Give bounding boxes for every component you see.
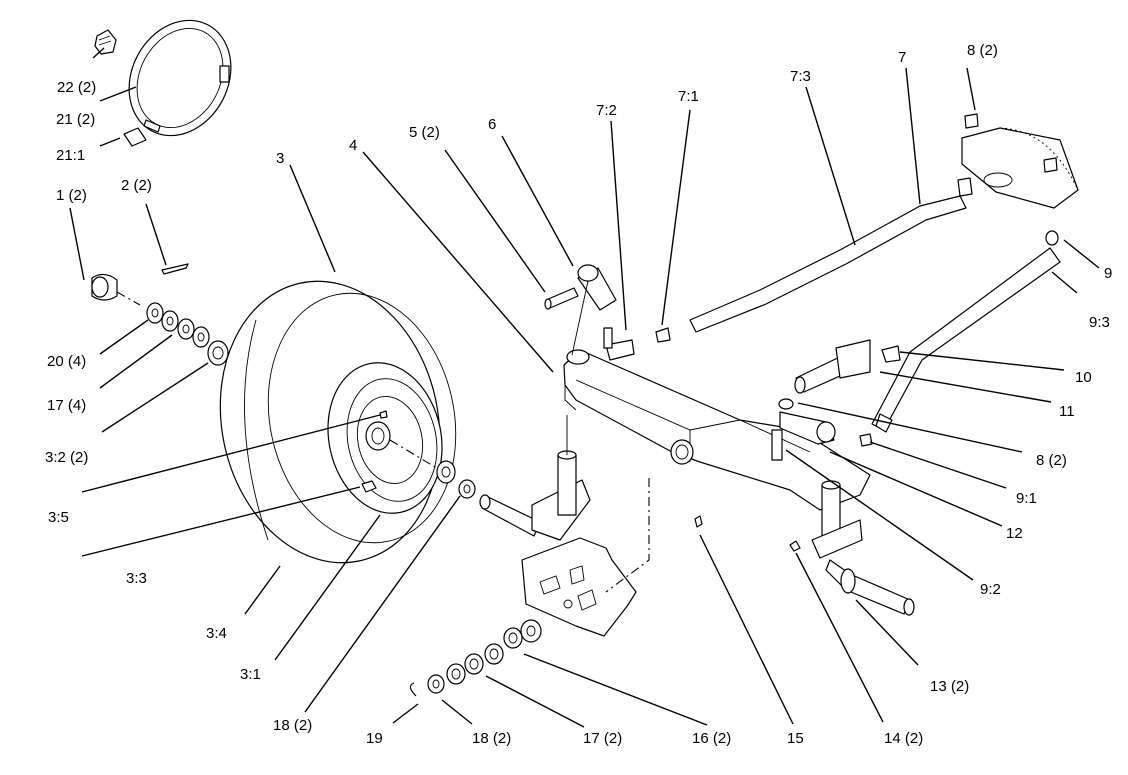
tie-rod-nut-part <box>859 433 873 447</box>
callout-9-3: 9:3 <box>1089 314 1110 331</box>
callout-3-4: 3:4 <box>206 625 227 642</box>
callout-4: 4 <box>349 137 357 154</box>
callout-16: 16 (2) <box>692 730 731 747</box>
callout-3-1: 3:1 <box>240 666 261 683</box>
callout-3: 3 <box>276 150 284 167</box>
cotter-pin-part <box>161 263 189 275</box>
callout-21-1: 21:1 <box>56 147 85 164</box>
callout-19: 19 <box>366 730 383 747</box>
callout-12: 12 <box>1006 525 1023 542</box>
callout-3-3: 3:3 <box>126 570 147 587</box>
callout-17-bottom: 17 (2) <box>583 730 622 747</box>
callout-11: 11 <box>1059 403 1075 420</box>
callout-3-5: 3:5 <box>48 509 69 526</box>
sector-gear-part <box>961 113 1079 209</box>
grease-fitting-part <box>694 515 703 528</box>
callout-13: 13 (2) <box>930 678 969 695</box>
callout-2: 2 (2) <box>121 177 152 194</box>
callout-17-top: 17 (4) <box>47 397 86 414</box>
callout-9-1: 9:1 <box>1016 490 1037 507</box>
callout-7-1: 7:1 <box>678 88 699 105</box>
callout-7-3: 7:3 <box>790 68 811 85</box>
wheel-bearing-part <box>207 340 229 366</box>
axle-beam-part <box>563 349 871 511</box>
left-spindle-part <box>479 415 591 541</box>
insert-part <box>123 127 147 147</box>
tie-rod-part <box>871 230 1061 433</box>
mounting-bracket-part <box>521 537 637 637</box>
callout-7-2: 7:2 <box>596 102 617 119</box>
callout-15: 15 <box>787 730 804 747</box>
callout-6: 6 <box>488 116 496 133</box>
callout-22: 22 (2) <box>57 79 96 96</box>
drag-link-part <box>689 177 973 333</box>
rod-end-part <box>655 327 671 343</box>
callout-5: 5 (2) <box>409 124 440 141</box>
callout-8-mid: 8 (2) <box>1036 452 1067 469</box>
callout-14: 14 (2) <box>884 730 923 747</box>
ball-joint-part <box>603 327 635 361</box>
washer-stack-part <box>146 302 210 348</box>
right-spindle-part <box>789 480 915 616</box>
spacer-part <box>436 460 476 499</box>
callout-10: 10 <box>1075 369 1092 386</box>
steering-arm-part <box>771 398 836 461</box>
callout-labels: 22 (2) 21 (2) 21:1 3 1 (2) 2 (2) 20 (4) … <box>45 42 1112 747</box>
callout-7: 7 <box>898 49 906 66</box>
callout-3-2: 3:2 (2) <box>45 449 88 466</box>
callout-1: 1 (2) <box>56 187 87 204</box>
leader-lines <box>69 47 1100 728</box>
callout-21: 21 (2) <box>56 111 95 128</box>
callout-20: 20 (4) <box>47 353 86 370</box>
assembly-axis-line <box>116 291 141 306</box>
clip-part <box>94 29 117 55</box>
callout-8-top: 8 (2) <box>967 42 998 59</box>
hubcap-ring-part <box>128 19 232 137</box>
callout-18-left: 18 (2) <box>273 717 312 734</box>
axle-cap-part <box>91 273 118 301</box>
callout-9-2: 9:2 <box>980 581 1001 598</box>
steering-lever-part <box>544 264 617 356</box>
tire-wheel-part <box>219 280 457 564</box>
pivot-pin-part <box>794 339 901 394</box>
bottom-washer-stack-part <box>409 619 542 697</box>
callout-18-bottom: 18 (2) <box>472 730 511 747</box>
callout-9: 9 <box>1104 265 1112 282</box>
